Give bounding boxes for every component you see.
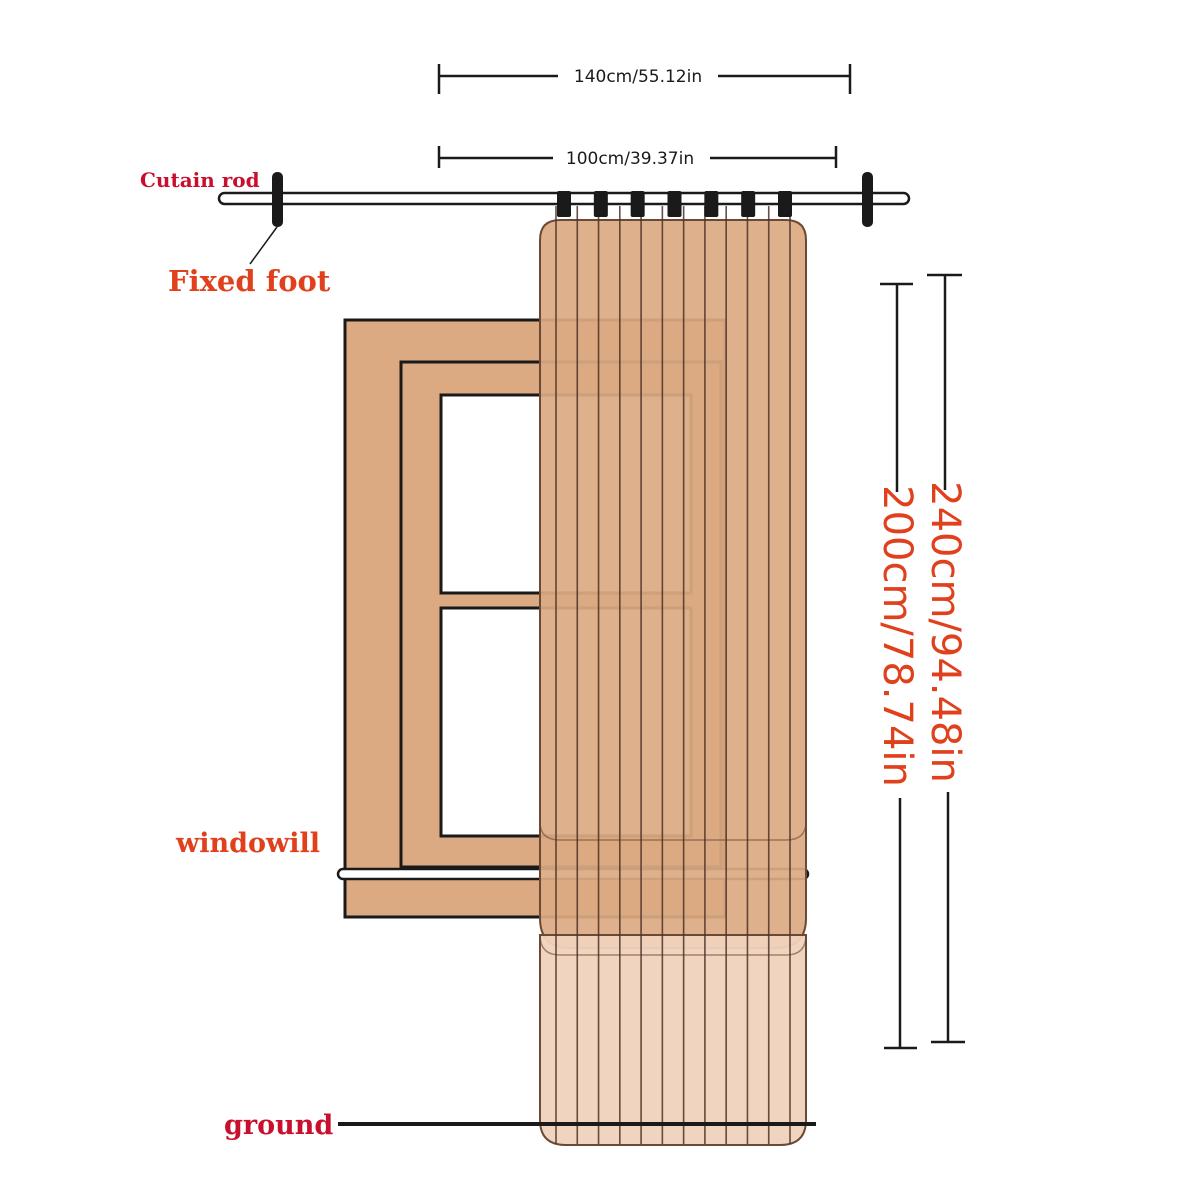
total-length-label: 240cm/94.48in (922, 481, 968, 783)
curtain-hem-line-2 (539, 934, 807, 956)
curtain-tab (667, 191, 682, 217)
curtain-hem-line-1 (539, 821, 807, 841)
dimension-rod-width: 100cm/39.37in (437, 146, 838, 169)
ground-label: ground (224, 1110, 333, 1141)
curtain-tab (778, 191, 792, 217)
fixed-foot-label: Fixed foot (168, 264, 331, 298)
curtain-tabs (557, 191, 792, 217)
fixed-foot-pointer (249, 226, 278, 265)
curtain-rod-label: Cutain rod (140, 168, 260, 192)
curtain-panel (539, 191, 807, 1146)
outer-width-label: 140cm/55.12in (574, 67, 702, 87)
rod-bracket-left (272, 172, 283, 227)
rod-bracket-right (862, 172, 873, 227)
curtain-tab (741, 191, 756, 217)
curtain-length-label: 200cm/78.74in (874, 485, 920, 787)
curtain-solid-body (539, 219, 807, 949)
curtain-tab (557, 191, 571, 217)
curtain-tab (593, 191, 608, 217)
dimension-total-length: 240cm/94.48in (922, 273, 968, 1044)
curtain-pleats (555, 206, 791, 1144)
dimension-outer-width: 140cm/55.12in (437, 64, 852, 94)
rod-width-label: 100cm/39.37in (566, 149, 694, 169)
dimension-curtain-length: 200cm/78.74in (874, 282, 920, 1050)
windowsill-label: windowill (175, 828, 320, 859)
curtain-sheer-hem (539, 934, 807, 1146)
curtain-tab (704, 191, 719, 217)
curtain-tab (630, 191, 645, 217)
